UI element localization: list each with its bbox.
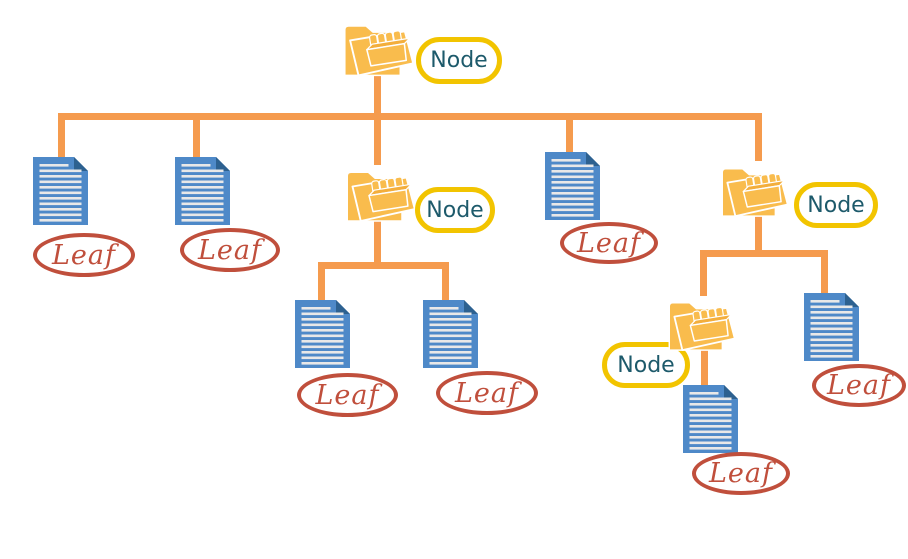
connector-drop-leaf4 xyxy=(318,262,325,304)
connector-root-stem xyxy=(374,62,381,118)
document-icon-leaf3 xyxy=(545,152,600,220)
connector-drop-node3 xyxy=(755,113,762,161)
connector-node4-stem xyxy=(701,345,708,389)
connector-top-bar xyxy=(58,113,762,120)
connector-drop-leaf6 xyxy=(821,250,828,296)
node-badge: Node xyxy=(415,187,495,233)
connector-node3-bar xyxy=(700,250,828,257)
folder-icon-root xyxy=(341,8,417,82)
folder-icon-node2 xyxy=(343,158,419,224)
connector-node2-stem xyxy=(374,215,381,269)
leaf-badge: Leaf xyxy=(436,371,538,415)
leaf-badge: Leaf xyxy=(560,222,658,264)
document-icon-leaf6 xyxy=(804,293,859,361)
document-icon-leaf1 xyxy=(33,157,88,225)
leaf-badge: Leaf xyxy=(812,364,906,407)
node-badge: Node xyxy=(416,37,502,84)
connector-drop-leaf1 xyxy=(58,113,65,161)
connector-node2-bar xyxy=(318,262,449,269)
document-icon-leaf7 xyxy=(683,385,738,453)
connector-drop-node2 xyxy=(374,113,381,165)
leaf-badge: Leaf xyxy=(33,233,135,277)
document-icon-leaf2 xyxy=(175,157,230,225)
leaf-badge: Leaf xyxy=(180,228,280,272)
connector-drop-leaf5 xyxy=(442,262,449,304)
connector-drop-leaf3 xyxy=(566,113,573,156)
connector-drop-node4 xyxy=(700,250,707,296)
leaf-badge: Leaf xyxy=(297,373,398,417)
node-badge: Node xyxy=(794,182,878,228)
document-icon-leaf4 xyxy=(295,300,350,368)
document-icon-leaf5 xyxy=(423,300,478,368)
connector-node3-stem xyxy=(755,212,762,257)
leaf-badge: Leaf xyxy=(692,452,790,495)
folder-icon-node4 xyxy=(664,289,740,353)
folder-icon-node3 xyxy=(717,155,793,219)
connector-drop-leaf2 xyxy=(193,113,200,161)
